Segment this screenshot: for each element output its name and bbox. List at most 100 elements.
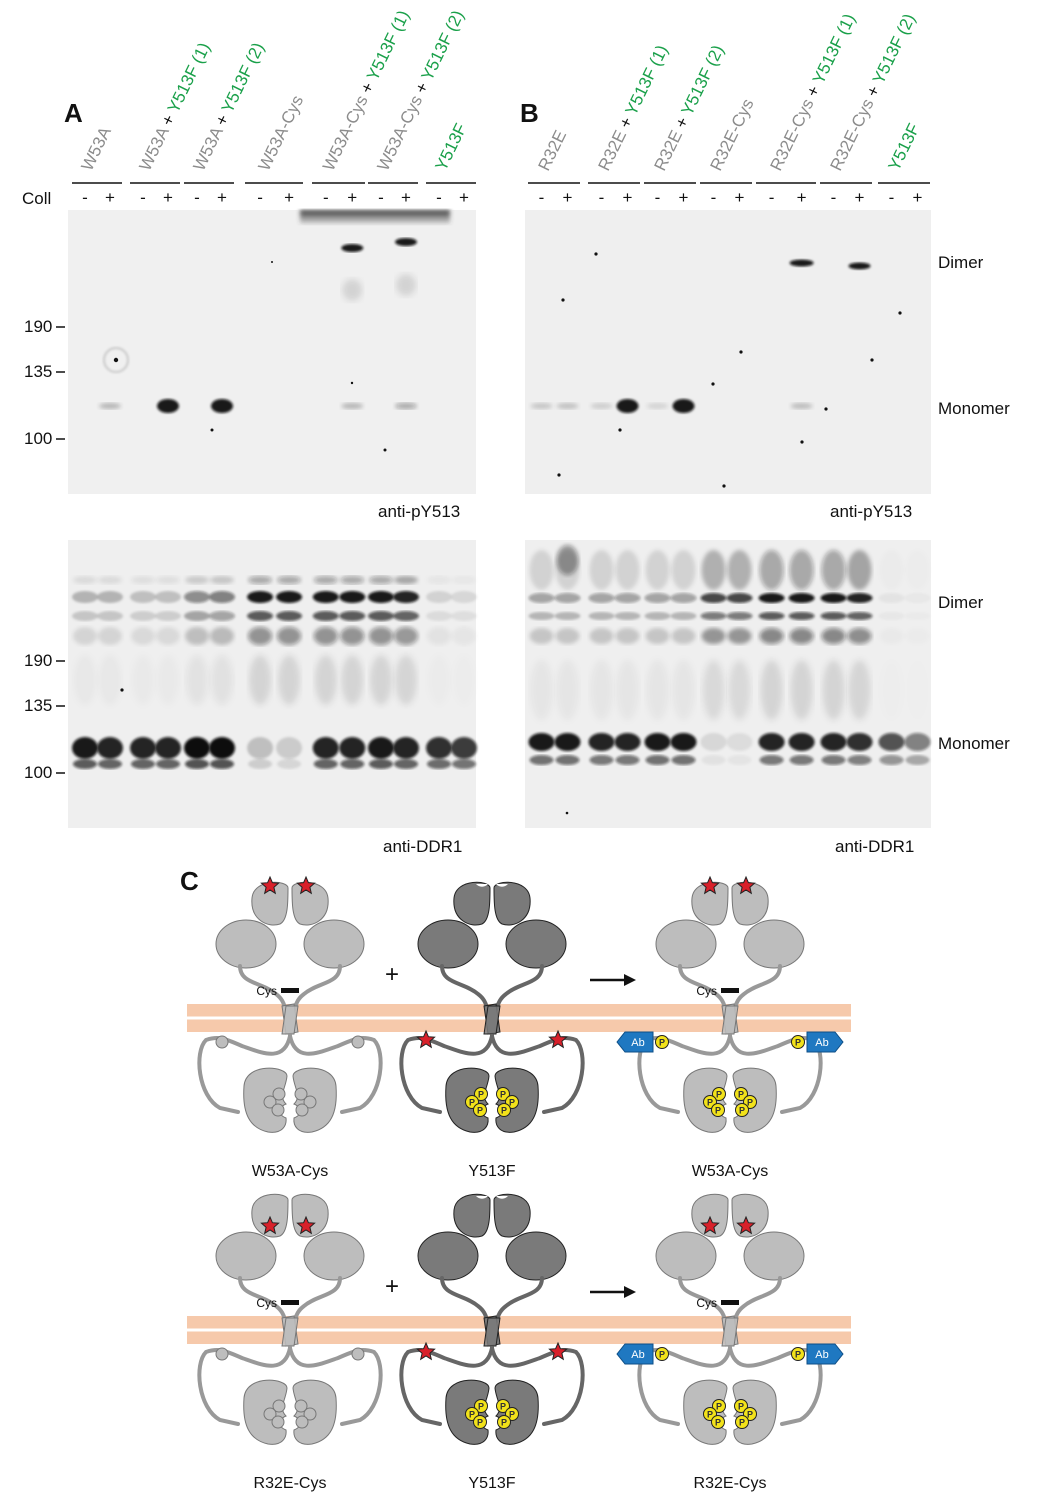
blot-a2-lane-smear	[341, 655, 364, 705]
blot-b2-lane-smear	[702, 660, 725, 720]
cys-label: Cys	[696, 984, 717, 998]
blot-b2-monomer-band	[758, 733, 785, 751]
star-icon	[416, 1341, 436, 1361]
phospho-label: P	[707, 1097, 713, 1107]
blot-a2-dimer-band	[426, 591, 452, 603]
blot-a2-dimer-smear	[427, 627, 451, 645]
panel-b-lane-4-part-1: R32E-Cys	[707, 96, 758, 174]
antibody-icon	[616, 1031, 654, 1053]
phospho-label: P	[509, 1097, 515, 1107]
blot-a2-monomer-lower-band	[313, 759, 338, 769]
blot-a1-monomer-band	[395, 403, 417, 409]
blot-a2-lane-smear	[278, 655, 301, 705]
blot-b2-monomer-band	[614, 733, 641, 751]
blot-a2-monomer-lower-band	[369, 759, 393, 769]
blot-a2-monomer-lower-band	[131, 759, 155, 769]
phospho-icon	[473, 1103, 487, 1117]
ds-like-domain	[743, 919, 805, 969]
blot-b2-dimer-lower-band	[528, 612, 555, 620]
panel-a-plus-6: +	[401, 188, 411, 207]
blot-a2-dimer-smear	[452, 627, 476, 645]
transmembrane-helix	[281, 1005, 299, 1035]
blot-b2-dimer-band	[670, 593, 697, 603]
ectodomain-stalk	[494, 1276, 544, 1324]
panel-b-lane-3-part-3: Y513F (2)	[678, 42, 728, 118]
blot-a2-dimer-lower-band	[339, 611, 366, 621]
blot-b2-dimer-lower-band	[554, 612, 581, 620]
phospho-label: P	[747, 1409, 753, 1419]
blot-b2-monomer-lower-band	[555, 755, 580, 765]
transmembrane-helix	[483, 1005, 501, 1035]
blot-b2-dimer-smear	[701, 628, 726, 644]
blot-a2-monomer-band	[339, 737, 366, 759]
kinase-site-unphosphorylated	[303, 1407, 317, 1421]
blot-b2-upper-smear	[906, 550, 930, 590]
phospho-label: P	[715, 1105, 721, 1115]
phospho-label: P	[739, 1417, 745, 1427]
c-row2-arrowhead-icon	[624, 1286, 636, 1298]
blot-speck	[618, 428, 622, 432]
ds-like-domain	[215, 919, 277, 969]
blot-a2-upper-band	[452, 576, 476, 584]
phospho-icon	[655, 1347, 669, 1361]
blot-a2-lane-smear	[428, 655, 450, 705]
blot-a2-dimer-smear	[185, 627, 209, 645]
cys-label: Cys	[256, 984, 277, 998]
blot-b2-monomer-band	[554, 733, 581, 751]
c-row1-mutant-receptor: Cys	[197, 875, 383, 1133]
blot-b2-lane-smear	[822, 660, 845, 720]
ds-like-domain	[417, 1231, 479, 1281]
blot-a2-dimer-smear	[394, 627, 418, 645]
phospho-icon	[791, 1035, 805, 1049]
blot-b2-dimer-smear	[671, 628, 696, 644]
blot-b2-monomer-band	[588, 733, 615, 751]
blot-b2-dimer-smear	[727, 628, 752, 644]
phospho-label: P	[501, 1417, 507, 1427]
blot-a2-dimer-band	[368, 591, 394, 603]
blot-b2-monomer-lower-band	[879, 755, 904, 765]
blot-b2-upper-smear	[759, 550, 784, 590]
blot-a2-monomer-lower-band	[73, 759, 97, 769]
antibody-label: Ab	[815, 1349, 828, 1361]
blot-b2-monomer-lower-band	[671, 755, 696, 765]
panel-b-lane-3-part-1: R32E	[651, 127, 687, 174]
blot-speck	[898, 311, 902, 315]
panel-b-lane-label-1: R32E	[535, 127, 571, 174]
phospho-label: P	[795, 1349, 801, 1359]
blot-a2-dimer-smear	[156, 627, 180, 645]
phospho-icon	[734, 1399, 748, 1413]
blot-b2-upper-smear	[880, 550, 904, 590]
blot-a2-monomer-lower-band	[185, 759, 209, 769]
phospho-icon	[735, 1415, 749, 1429]
blot-a2-dimer-lower-band	[130, 611, 156, 621]
blot-a1-dimer-smear	[396, 274, 416, 296]
blot-a2-dimer-band	[209, 591, 235, 603]
blot-b2-monomer-band	[878, 733, 905, 751]
blot-a2-dimer-band	[276, 591, 303, 603]
blot-b1-dimer-band	[848, 262, 871, 270]
binding-notch	[496, 884, 508, 887]
phospho-label: P	[477, 1417, 483, 1427]
phospho-label: P	[795, 1037, 801, 1047]
blot-b2-monomer-lower-band	[645, 755, 670, 765]
blot-a2-lane-smear	[453, 655, 475, 705]
blot-a2-lane-smear	[186, 655, 208, 705]
blot-speck	[824, 407, 828, 411]
panel-b-lane-2-part-3: Y513F (1)	[622, 42, 672, 118]
star-icon	[416, 1029, 436, 1049]
panel-a-lane-label-7: Y513F	[432, 120, 471, 173]
blot-b2-dimer-smear	[615, 628, 640, 644]
blot-b2-lane-smear	[881, 660, 903, 720]
blot-a2-dimer-lower-band	[451, 611, 477, 621]
panel-a-collagen-signs: -+-+-+-+-+-+-+	[82, 188, 469, 207]
blot-b-anti-ddr1	[525, 540, 931, 828]
blot-a2-monomer-band	[72, 737, 98, 759]
ds-like-domain	[303, 919, 365, 969]
blot-b2-monomer-band	[644, 733, 671, 751]
panel-b-plus-2: +	[623, 188, 633, 207]
blot-b2-monomer-band	[528, 733, 555, 751]
panel-a-letter: A	[64, 98, 83, 128]
blot-a2-lane-smear	[249, 655, 272, 705]
